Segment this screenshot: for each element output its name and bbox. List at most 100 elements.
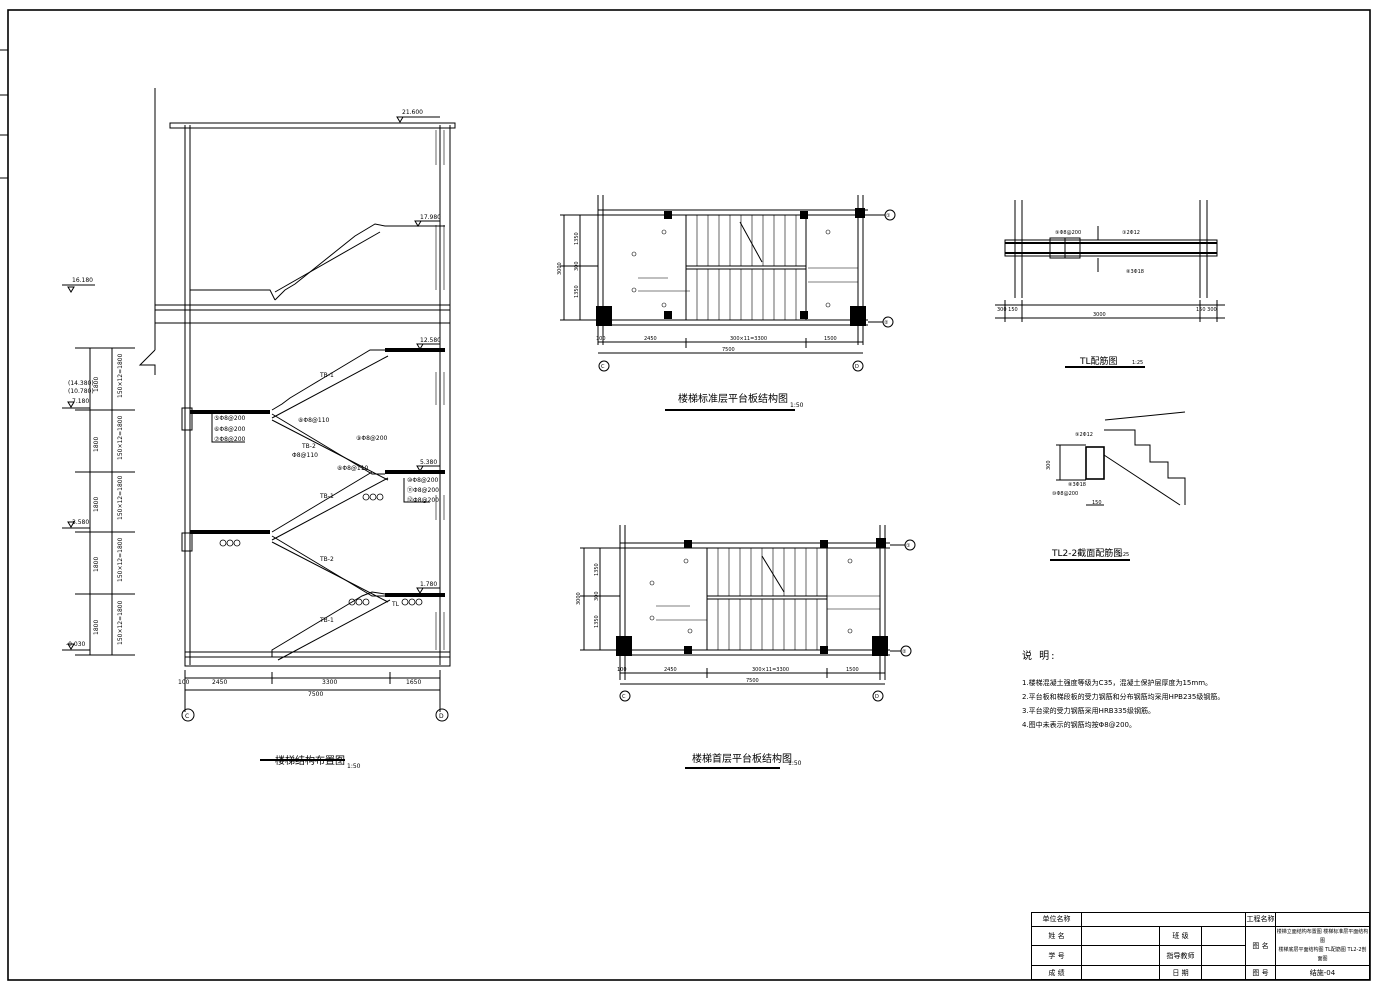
axis-c-label: C	[185, 713, 189, 720]
plan-dim: 1350	[574, 285, 580, 298]
drawing-names-line: 楼梯底层平面结构图 TL配筋图 TL2-2剖面图	[1278, 946, 1367, 962]
rebar-label: ⑧Φ8@110	[298, 417, 330, 424]
axis-2-label: ②	[884, 320, 889, 326]
plan-dim: 300	[594, 591, 600, 601]
tl-span: 3000	[1093, 312, 1106, 318]
advisor-value	[1201, 945, 1246, 967]
tl22-rebar-label: ⑩Φ8@200	[1052, 491, 1078, 497]
rebar-label: ⑥Φ8@200	[214, 426, 246, 433]
class-value	[1201, 925, 1246, 947]
tl22-rebar-label: ⑧3Φ18	[1068, 482, 1086, 488]
tl-rebar-drawing	[995, 200, 1225, 368]
tl-rebar-label: ⑧3Φ18	[1126, 269, 1144, 275]
vdim-1b: 150×12=1800	[117, 353, 124, 398]
title-stair-layout-scale: 1:50	[347, 763, 361, 770]
unit-name-value	[1081, 912, 1246, 927]
elev-12580: 12.580	[420, 337, 441, 344]
tl22-section-drawing	[1050, 411, 1186, 561]
vdim-3b: 150×12=1800	[117, 475, 124, 520]
title-tl: TL配筋图	[1079, 355, 1118, 367]
notes-heading: 说 明:	[1022, 651, 1057, 662]
drawing-frame	[7, 9, 1371, 981]
elev-1780: 1.780	[420, 581, 437, 588]
title-tl22-scale: 1:25	[1118, 552, 1129, 558]
plan-dim: 1350	[574, 232, 580, 245]
note-item: 1.楼梯混凝土强度等级为C35，混凝土保护层厚度为15mm。	[1022, 679, 1213, 687]
elev-21600: 21.600	[402, 109, 423, 116]
project-name-value	[1275, 912, 1370, 927]
title-first-platform-scale: 1:50	[788, 760, 802, 767]
elev-7180: 7.180	[72, 398, 89, 405]
tl22-dim-w: 150	[1092, 500, 1102, 506]
plan-dim: 1500	[846, 667, 859, 673]
plan-dim: 7500	[746, 678, 759, 684]
vdim-5b: 150×12=1800	[117, 600, 124, 645]
note-item: 3.平台梁的受力钢筋采用HRB335级钢筋。	[1022, 707, 1155, 715]
elev-17980: 17.980	[420, 214, 441, 221]
grade-label: 成 绩	[1031, 965, 1082, 980]
name-label: 姓 名	[1031, 925, 1082, 947]
axis-c-label: C	[601, 364, 605, 370]
student-no-label: 学 号	[1031, 945, 1082, 967]
unit-name-label: 单位名称	[1031, 912, 1082, 927]
axis-1-label: ①	[906, 543, 911, 549]
design-notes: 说 明: 1.楼梯混凝土强度等级为C35，混凝土保护层厚度为15mm。 2.平台…	[1022, 650, 1322, 732]
tl-rebar-label: ⑨Φ8@200	[1055, 230, 1081, 236]
rebar-label: ⑩Φ8@200	[407, 477, 439, 484]
date-label: 日 期	[1159, 965, 1202, 980]
std-platform-plan	[560, 195, 896, 411]
elev-14380: (14.380)	[68, 380, 94, 387]
elev-10780: (10.780)	[68, 388, 94, 395]
plan-dim: 100	[596, 336, 606, 342]
dim-3300: 3300	[322, 679, 337, 686]
drawing-name-label: 图 名	[1245, 925, 1276, 967]
drawing-names-cell: 楼梯立面结构布置图 楼梯标准层平面结构图 楼梯底层平面结构图 TL配筋图 TL2…	[1275, 925, 1370, 967]
title-std-platform-scale: 1:50	[790, 402, 804, 409]
elev-0030: -0.030	[66, 641, 86, 648]
tb-label: TB-1	[319, 617, 334, 624]
elev-3580: 3.580	[72, 519, 89, 526]
plan-dim: 300×11=3300	[752, 667, 789, 673]
vdim-1: 1800	[93, 377, 100, 392]
vdim-2: 1800	[93, 437, 100, 452]
drawing-names-line: 楼梯立面结构布置图 楼梯标准层平面结构图	[1276, 928, 1369, 944]
title-std-platform: 楼梯标准层平台板结构图	[678, 392, 788, 405]
axis-d-label: D	[875, 694, 879, 700]
dim-100: 100	[178, 679, 190, 686]
axis-c-label: C	[622, 694, 626, 700]
dim-1650: 1650	[406, 679, 421, 686]
rebar-label: ⑫Φ8@200	[407, 496, 439, 504]
axis-d-label: D	[855, 364, 859, 370]
title-stair-layout: 楼梯结构布置图	[275, 754, 345, 767]
vdim-4b: 150×12=1800	[117, 537, 124, 582]
title-first-platform: 楼梯首层平台板结构图	[692, 752, 792, 765]
tl-rebar-label: ③2Φ12	[1122, 230, 1140, 236]
rebar-label: ⑪Φ8@200	[407, 486, 439, 494]
drawing-no-label: 图 号	[1245, 965, 1276, 980]
project-name-label: 工程名称	[1245, 912, 1276, 927]
rebar-label: ⑦Φ8@200	[214, 436, 246, 443]
tl22-dim-h: 300	[1046, 460, 1052, 470]
stair-layout-elevation	[62, 88, 456, 761]
dim-2450: 2450	[212, 679, 227, 686]
tl-dim: 300 150	[997, 307, 1018, 313]
title-tl-scale: 1:25	[1132, 360, 1143, 366]
tb-label: TB-1	[319, 372, 334, 379]
first-platform-plan	[580, 525, 916, 769]
title-block: 单位名称 工程名称 姓 名 班 级 图 名 楼梯立面结构布置图 楼梯标准层平面结…	[1031, 912, 1370, 980]
vdim-4: 1800	[93, 557, 100, 572]
dim-7500: 7500	[308, 691, 323, 698]
plan-dim: 1500	[824, 336, 837, 342]
axis-1-label: ①	[886, 213, 891, 219]
rebar-label: ⑤Φ8@200	[214, 415, 246, 422]
title-tl22: TL2-2截面配筋图	[1051, 547, 1122, 559]
plan-dim: 1350	[594, 615, 600, 628]
name-value	[1081, 925, 1160, 947]
date-value	[1201, 965, 1246, 980]
tb-label: TB-2	[301, 443, 316, 450]
axis-d-label: D	[439, 713, 444, 720]
drawing-no-value: 结施-04	[1275, 965, 1370, 980]
plan-dim: 300	[574, 261, 580, 271]
plan-dim: 100	[617, 667, 627, 673]
